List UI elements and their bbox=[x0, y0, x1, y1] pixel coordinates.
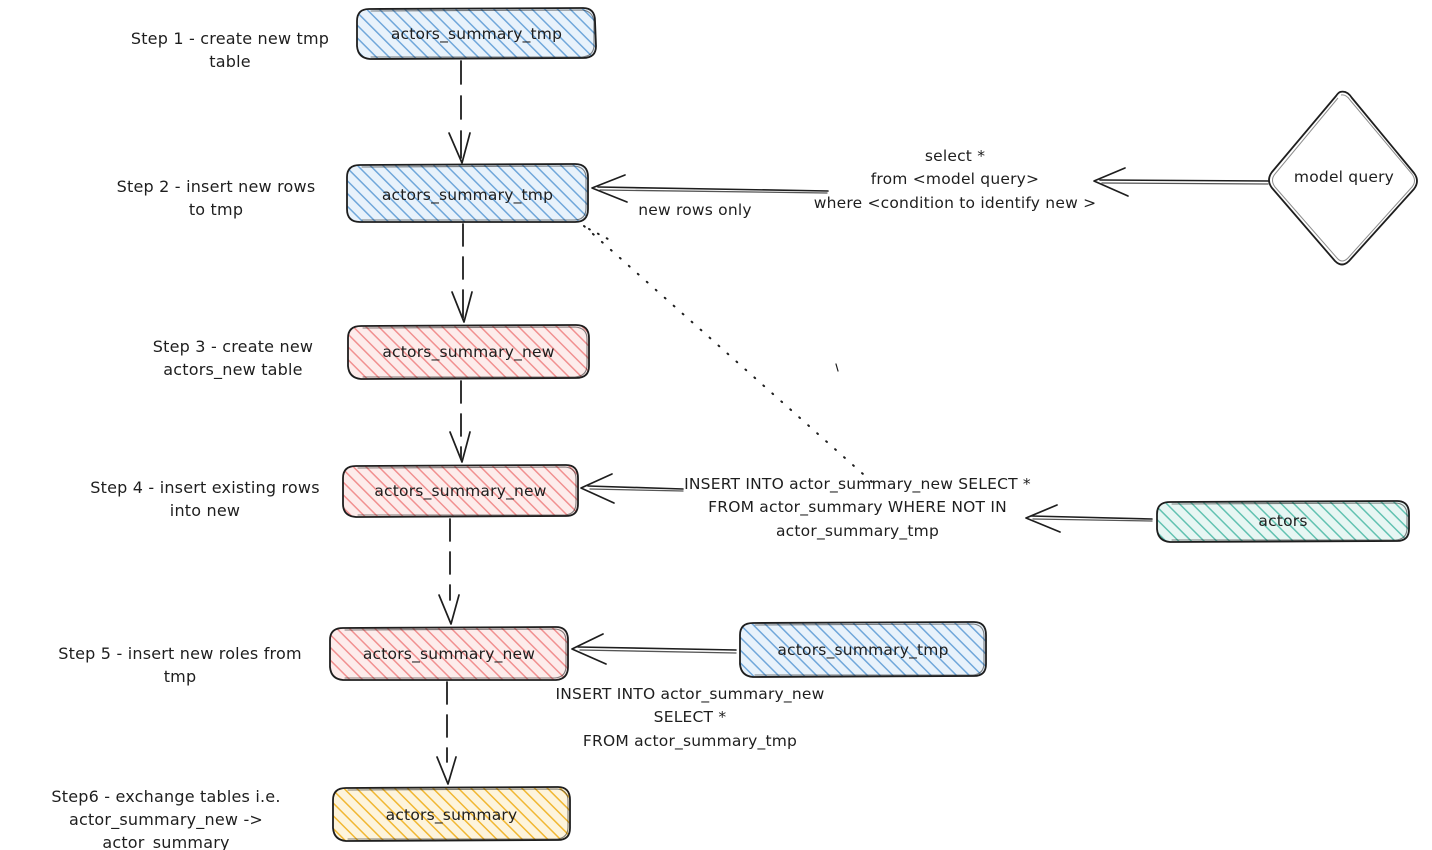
arrow-tmp1-to-tmp2 bbox=[448, 60, 471, 164]
node-label-tmp2: actors_summary_tmp bbox=[381, 186, 554, 204]
step-label-2: Step 2 - insert new rows to tmp bbox=[116, 177, 316, 220]
node-label-new3: actors_summary_new bbox=[382, 343, 555, 361]
node-label-tmp5: actors_summary_tmp bbox=[777, 641, 949, 659]
step-label-4: Step 4 - insert existing rows into new bbox=[90, 478, 320, 521]
node-label-actors: actors bbox=[1258, 512, 1308, 530]
edge-label-insert-existing-sql: INSERT INTO actor_summary_new SELECT * F… bbox=[684, 475, 1031, 540]
arrow-tmp2-to-new3 bbox=[451, 223, 473, 323]
arrow-model-query bbox=[1093, 167, 1269, 197]
arrow-tmp5-to-new5 bbox=[571, 633, 737, 665]
arrow-actors-to-sql bbox=[1025, 504, 1153, 533]
edge-label-insert-new-roles-sql: INSERT INTO actor_summary_new SELECT * F… bbox=[555, 685, 825, 750]
step-label-3: Step 3 - create new actors_new table bbox=[152, 337, 314, 380]
arrow-insert-existing-into-new4 bbox=[580, 473, 684, 504]
edge-label-model-query-sql: select * from <model query> where <condi… bbox=[813, 147, 1097, 212]
arrow-new5-to-summary6 bbox=[436, 681, 457, 785]
arrow-new3-to-new4 bbox=[449, 380, 471, 463]
node-label-tmp1: actors_summary_tmp bbox=[390, 25, 563, 43]
step-label-1: Step 1 - create new tmp table bbox=[130, 29, 330, 72]
dotted-link-tmp2-to-insert-sql bbox=[583, 225, 873, 483]
step-label-5: Step 5 - insert new roles from tmp bbox=[58, 644, 302, 687]
node-label-new4: actors_summary_new bbox=[374, 482, 547, 500]
node-label-model-query: model query bbox=[1293, 168, 1395, 186]
node-label-new5: actors_summary_new bbox=[362, 645, 536, 663]
arrow-new4-to-new5 bbox=[438, 518, 460, 625]
stray-mark bbox=[835, 363, 839, 372]
edge-label-new-rows-only: new rows only bbox=[638, 201, 752, 219]
node-label-summary6: actors_summary bbox=[385, 806, 518, 824]
step-label-6: Step6 - exchange tables i.e. actor_summa… bbox=[51, 787, 281, 850]
arrow-new-rows-only bbox=[591, 174, 829, 203]
